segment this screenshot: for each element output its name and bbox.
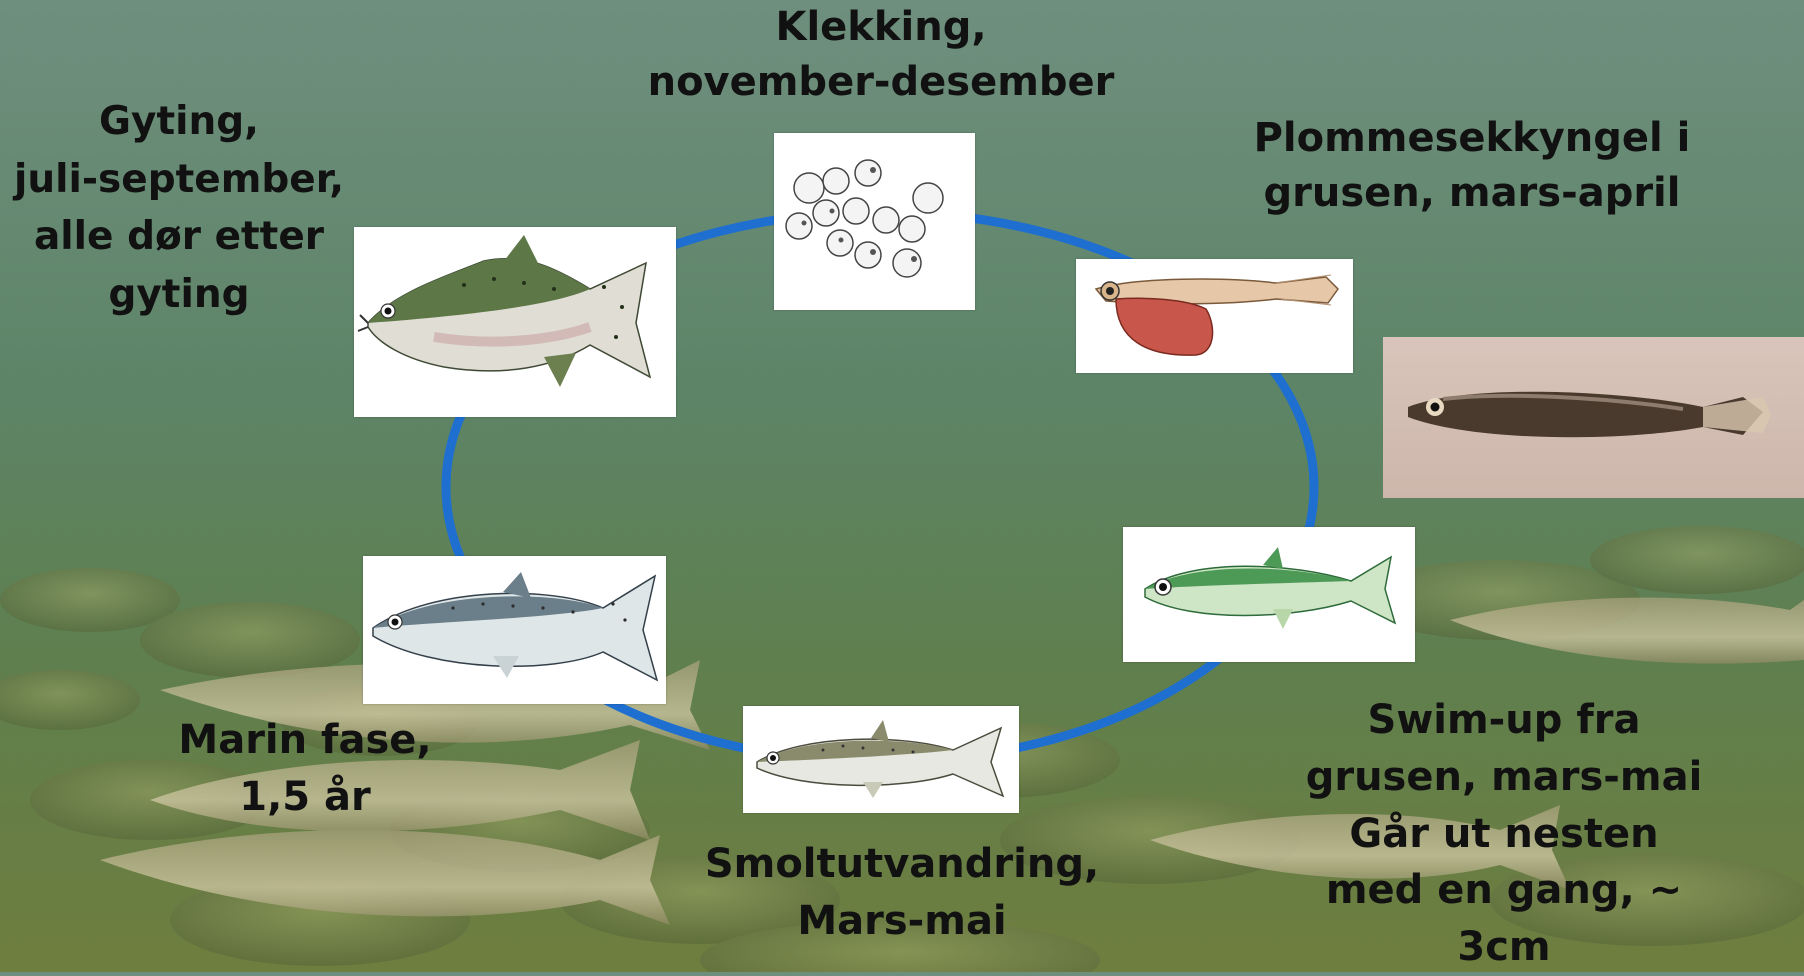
- label-swim-up-line: Går ut nesten: [1290, 806, 1718, 863]
- swim-up-fry-photo: [1383, 337, 1804, 498]
- label-plommesekkyngel: Plommesekkyngel i grusen, mars-april: [1236, 111, 1708, 221]
- label-plommesekkyngel-line: Plommesekkyngel i: [1236, 111, 1708, 166]
- green-fry-illustration: [1123, 527, 1415, 662]
- label-swim-up-line: 3cm: [1290, 919, 1718, 976]
- marine-salmon-illustration: [363, 556, 666, 704]
- label-swim-up-line: Swim-up fra: [1290, 692, 1718, 749]
- eggs-illustration: [774, 133, 975, 310]
- marine-phase-image: [363, 556, 666, 704]
- label-marin-fase: Marin fase, 1,5 år: [140, 712, 470, 826]
- yolk-sac-fry-illustration: [1076, 259, 1353, 373]
- label-smoltutvandring-line: Smoltutvandring,: [690, 836, 1114, 893]
- eggs-image: [774, 133, 975, 310]
- label-swim-up-line: grusen, mars-mai: [1290, 749, 1718, 806]
- label-gyting-line: juli-september,: [0, 151, 358, 209]
- smolt-image: [743, 706, 1019, 813]
- spawning-salmon-illustration: [354, 227, 676, 417]
- label-marin-fase-line: 1,5 år: [140, 769, 470, 826]
- label-gyting-line: gyting: [0, 266, 358, 324]
- label-klekking-line: november-desember: [645, 55, 1117, 110]
- label-smoltutvandring-line: Mars-mai: [690, 893, 1114, 950]
- label-gyting: Gyting, juli-september, alle dør etter g…: [0, 93, 358, 324]
- spawning-salmon-image: [354, 227, 676, 417]
- label-marin-fase-line: Marin fase,: [140, 712, 470, 769]
- yolk-sac-fry-image: [1076, 259, 1353, 373]
- swim-up-fry-image: [1123, 527, 1415, 662]
- smolt-illustration: [743, 706, 1019, 813]
- label-gyting-line: alle dør etter: [0, 208, 358, 266]
- label-smoltutvandring: Smoltutvandring, Mars-mai: [690, 836, 1114, 950]
- label-plommesekkyngel-line: grusen, mars-april: [1236, 166, 1708, 221]
- label-swim-up-line: med en gang, ~: [1290, 862, 1718, 919]
- label-swim-up: Swim-up fra grusen, mars-mai Går ut nest…: [1290, 692, 1718, 976]
- label-klekking-line: Klekking,: [645, 0, 1117, 55]
- label-klekking: Klekking, november-desember: [645, 0, 1117, 110]
- swim-up-fry-photo-illustration: [1383, 337, 1804, 498]
- label-gyting-line: Gyting,: [0, 93, 358, 151]
